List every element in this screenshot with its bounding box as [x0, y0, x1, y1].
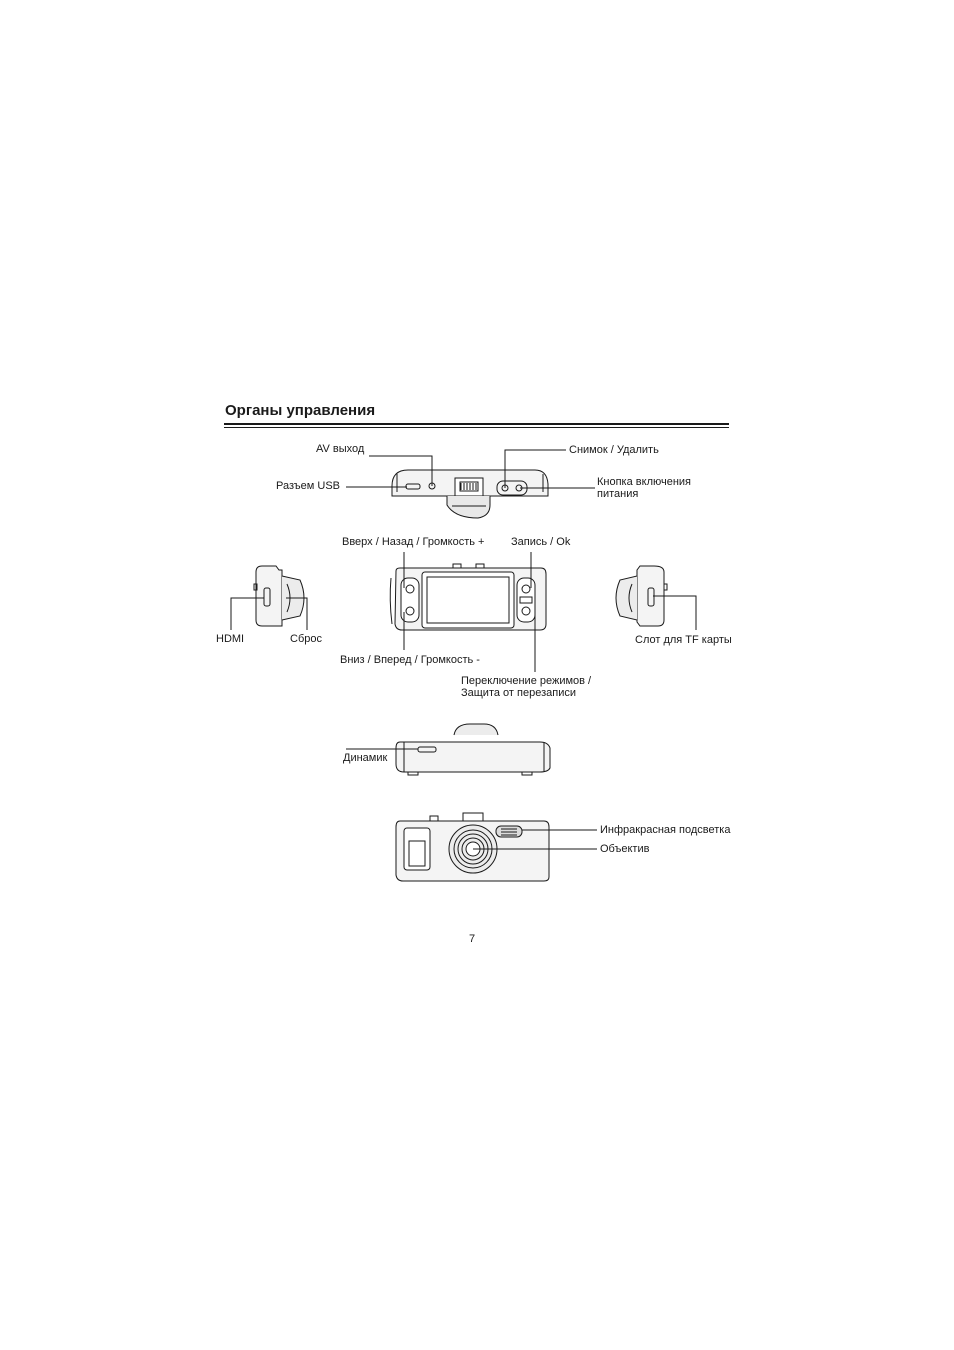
- page-number: 7: [469, 933, 476, 945]
- bottom-view-camera: [395, 723, 551, 776]
- label-mode-switch-line2: Защита от перезаписи: [461, 687, 576, 699]
- label-ir-light: Инфракрасная подсветка: [600, 824, 731, 836]
- label-reset: Сброс: [290, 633, 322, 645]
- label-up-back-volume: Вверх / Назад / Громкость +: [342, 536, 485, 548]
- label-lens: Объектив: [600, 843, 650, 855]
- label-mode-switch-line1: Переключение режимов /: [461, 675, 592, 687]
- top-view-camera: [391, 469, 549, 519]
- left-side-camera: [253, 565, 305, 627]
- right-side-camera: [615, 565, 668, 627]
- label-av-out: AV выход: [316, 443, 365, 455]
- label-hdmi: HDMI: [216, 633, 245, 645]
- section-title: Органы управления: [225, 402, 376, 419]
- label-speaker: Динамик: [343, 752, 388, 764]
- title-rule-thick: [224, 423, 729, 425]
- title-rule-thin: [224, 427, 729, 428]
- leader-lines: [230, 449, 697, 850]
- back-view-camera: [395, 812, 550, 882]
- label-usb: Разъем USB: [276, 480, 340, 492]
- label-tf-slot: Слот для TF карты: [635, 634, 732, 646]
- front-view-camera: [389, 563, 547, 631]
- label-down-forward-volume: Вниз / Вперед / Громкость -: [340, 654, 480, 666]
- label-snapshot-delete: Снимок / Удалить: [569, 444, 659, 456]
- label-record-ok: Запись / Ok: [511, 536, 571, 548]
- label-power-button-line2: питания: [597, 488, 639, 500]
- label-power-button-line1: Кнопка включения: [597, 476, 692, 488]
